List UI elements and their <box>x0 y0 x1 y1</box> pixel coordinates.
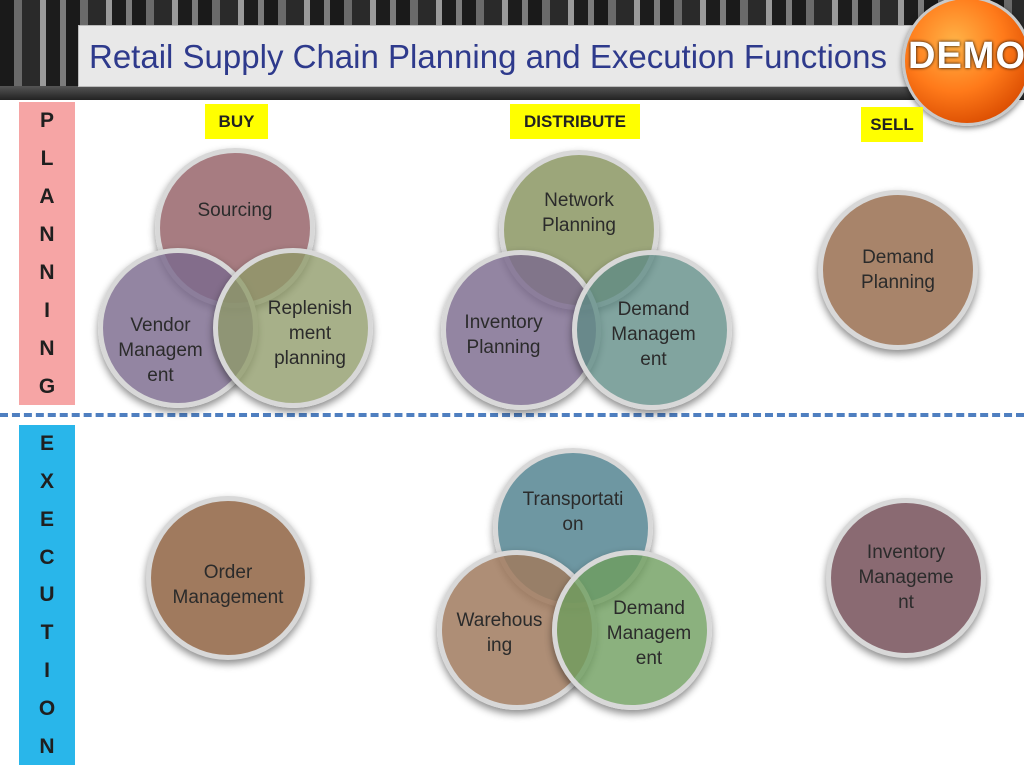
planning-letter: I <box>44 298 50 322</box>
demand-management-planning-circle <box>572 250 732 410</box>
demo-badge: DEMO <box>902 0 1024 126</box>
execution-letter: X <box>39 470 54 494</box>
demand-management-planning-label: Demand Managem ent <box>611 299 696 370</box>
inventory-planning-label: Inventory Planning <box>464 312 543 358</box>
replenishment-planning-circle <box>213 248 373 408</box>
order-management-circle <box>146 496 310 660</box>
execution-letter: E <box>39 507 54 531</box>
network-planning-label: Network Planning <box>542 190 616 236</box>
distribute-label: DISTRIBUTE <box>510 104 640 139</box>
planning-letter: N <box>39 260 55 284</box>
execution-letter: N <box>39 734 55 758</box>
demo-badge-label: DEMO <box>908 35 1024 77</box>
execution-letter: O <box>38 696 56 720</box>
warehousing-label: Warehous ing <box>456 610 543 656</box>
demand-management-execution-circle <box>552 550 712 710</box>
replenishment-planning-label: Replenish ment planning <box>267 298 353 369</box>
planning-letter: L <box>40 147 54 171</box>
transportation-label: Transportati on <box>522 489 624 535</box>
planning-letter: G <box>38 374 56 398</box>
title-box: Retail Supply Chain Planning and Executi… <box>78 25 920 87</box>
execution-letter: T <box>40 621 54 645</box>
planning-sidebar: P L A N N I N G <box>19 102 75 405</box>
vendor-management-label: Vendor Managem ent <box>118 315 203 386</box>
execution-letter: U <box>39 583 55 607</box>
planning-letter: N <box>39 223 55 247</box>
inventory-management-circle <box>826 498 986 658</box>
order-management-label: Order Management <box>172 562 284 608</box>
demand-planning-label: Demand Planning <box>861 247 935 293</box>
planning-letter: P <box>39 109 54 133</box>
inventory-management-label: Inventory Manageme nt <box>858 542 954 613</box>
planning-letter: N <box>39 336 55 360</box>
sell-label: SELL <box>861 107 923 142</box>
demand-management-execution-label: Demand Managem ent <box>606 598 692 669</box>
execution-letter: I <box>44 658 50 682</box>
buy-label: BUY <box>205 104 268 139</box>
planning-letter: A <box>39 185 55 209</box>
execution-letter: C <box>39 545 55 569</box>
execution-sidebar: E X E C U T I O N <box>19 425 75 765</box>
execution-letter: E <box>39 432 54 456</box>
demand-planning-circle <box>818 190 978 350</box>
sourcing-label: Sourcing <box>197 200 273 221</box>
planning-execution-divider <box>0 413 1024 417</box>
page-title: Retail Supply Chain Planning and Executi… <box>89 38 887 75</box>
